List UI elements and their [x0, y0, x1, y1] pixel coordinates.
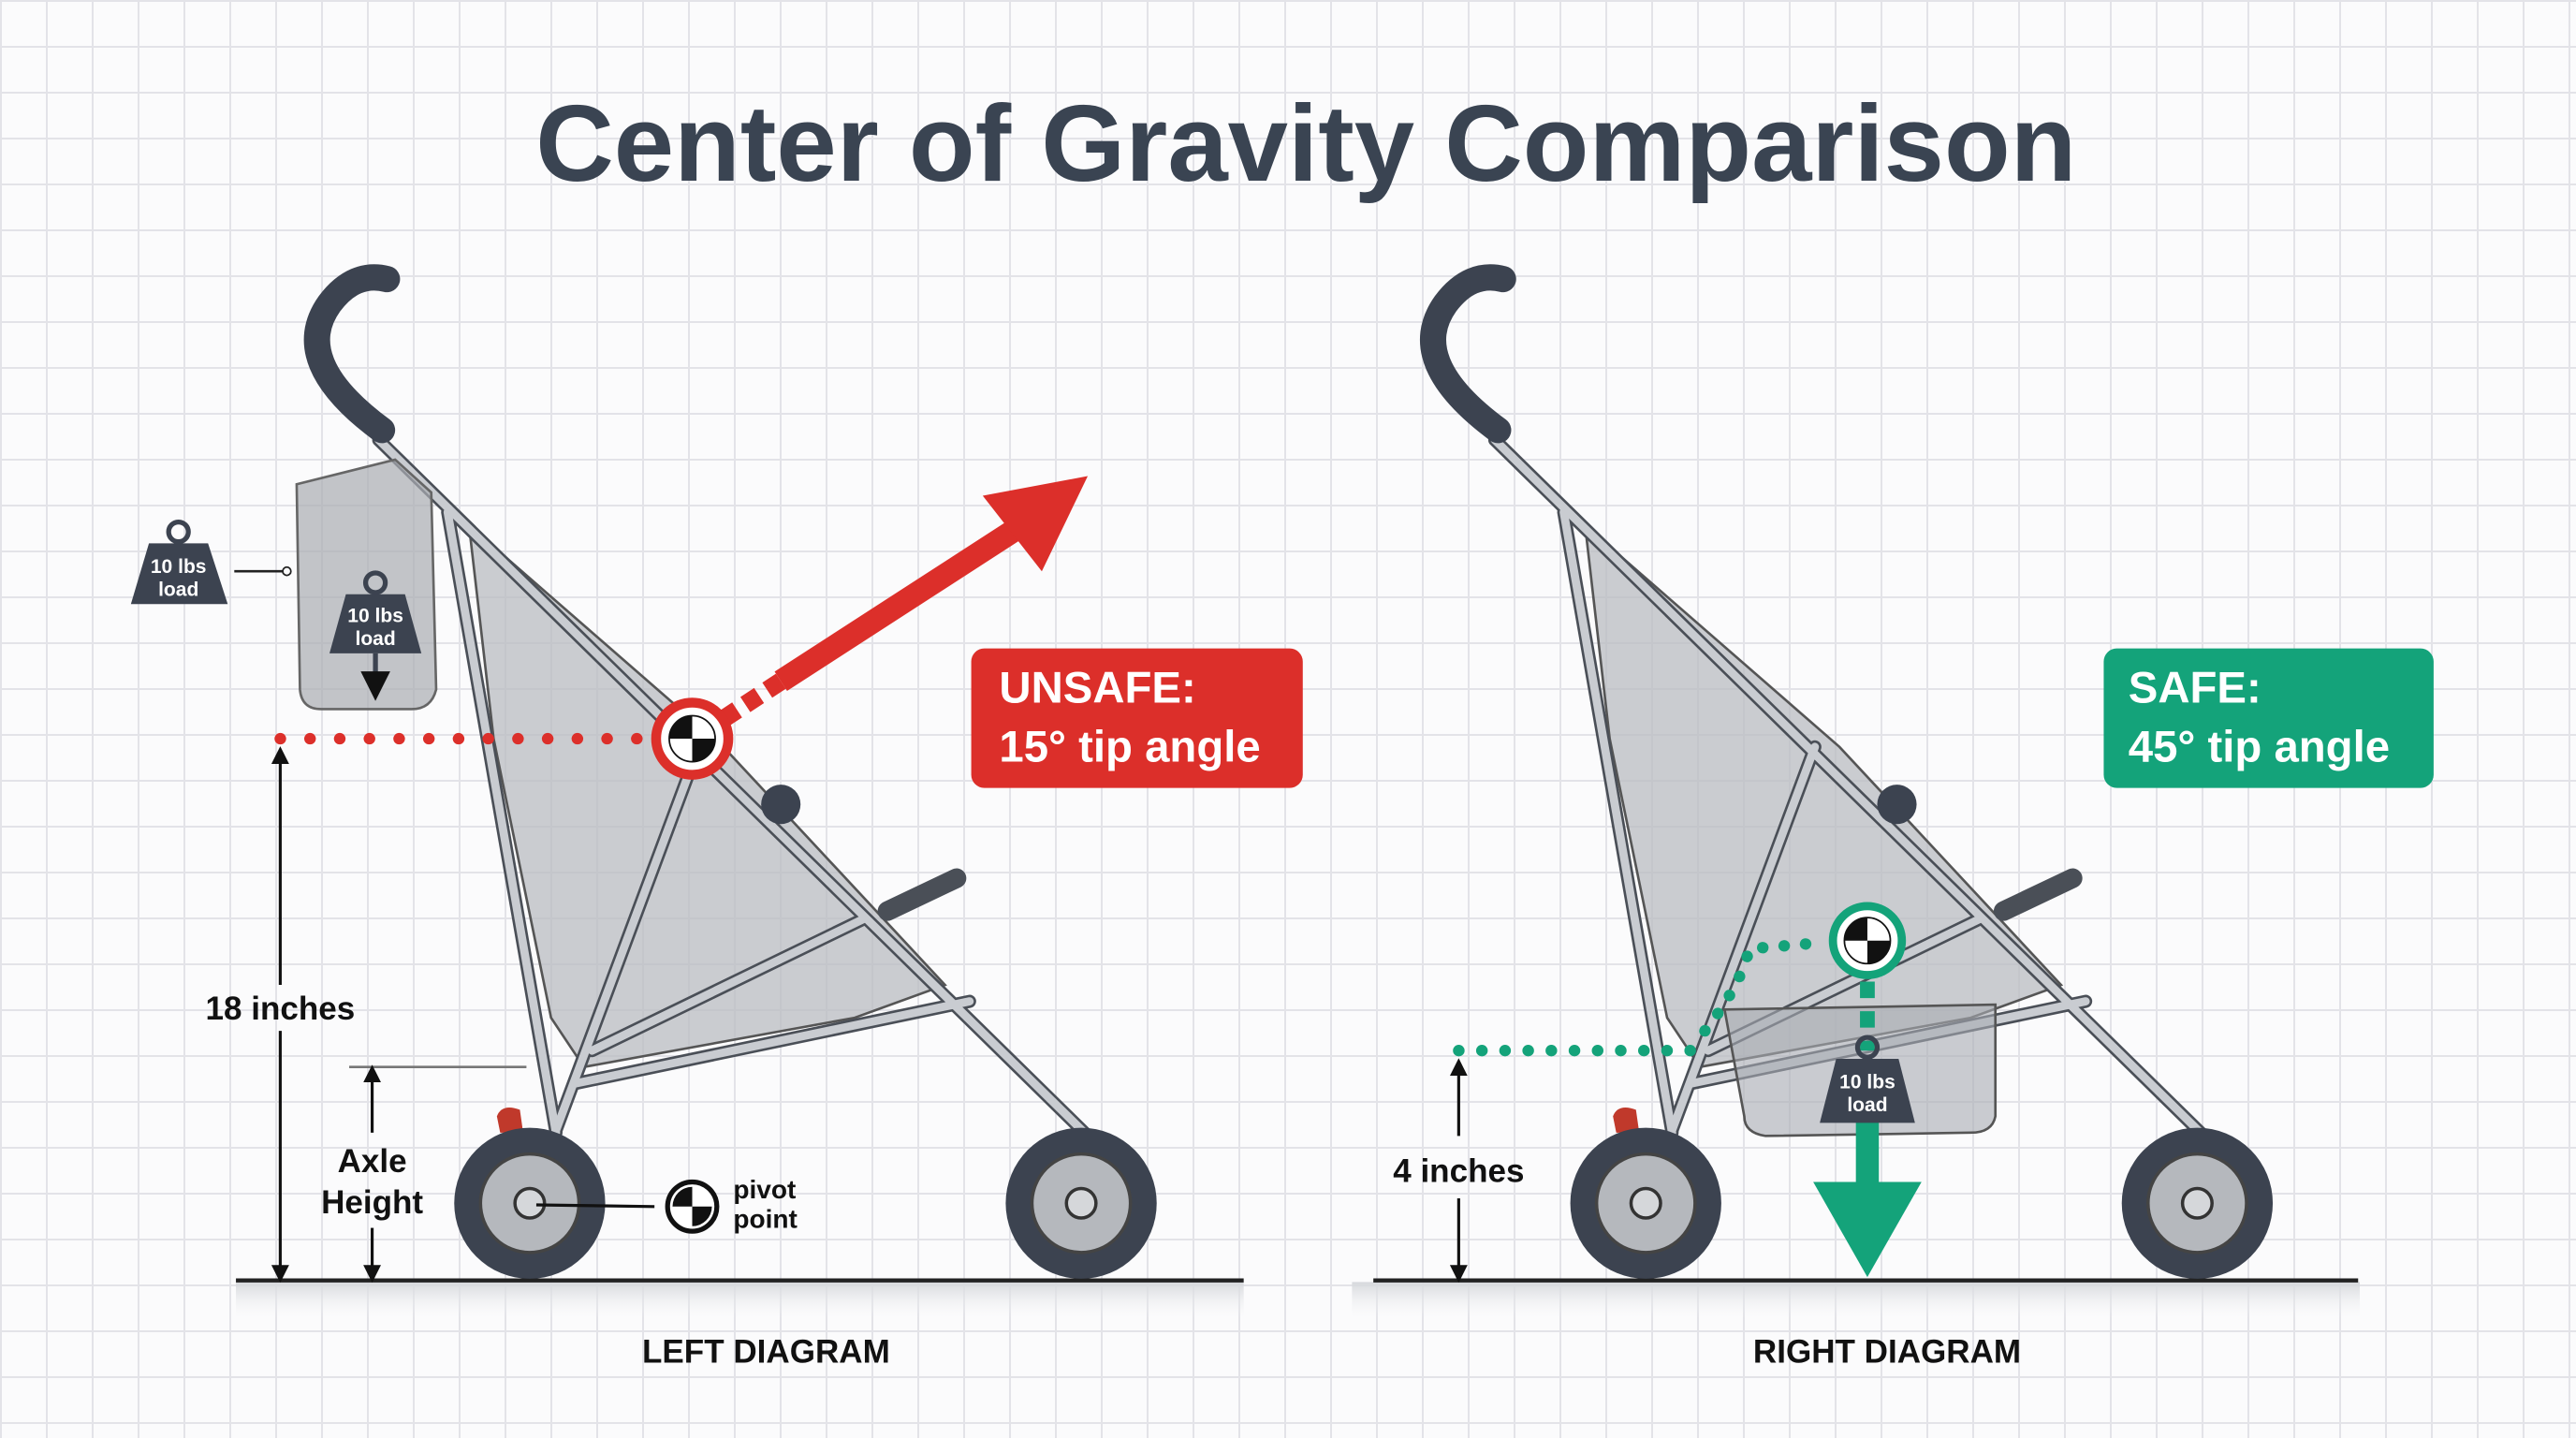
- bag-weight-label: load: [355, 628, 395, 650]
- armrest: [877, 868, 967, 921]
- center-of-gravity-marker: [651, 697, 734, 780]
- front-wheel: [1570, 1127, 1721, 1279]
- badge-tip-angle: 15° tip angle: [999, 723, 1260, 772]
- weight-callout-label: load: [158, 579, 198, 600]
- weight-callout-label: 10 lbs: [151, 556, 207, 578]
- axle-height-label: Height: [321, 1184, 423, 1221]
- handle-grip: [303, 264, 401, 444]
- handle-grip: [1419, 264, 1516, 444]
- cg-height-label: 4 inches: [1393, 1152, 1524, 1189]
- badge-status: UNSAFE:: [999, 663, 1195, 712]
- center-of-gravity-marker: [1828, 902, 1907, 979]
- badge-tip-angle: 45° tip angle: [2129, 723, 2390, 772]
- axle-height-label: Axle: [338, 1143, 407, 1180]
- stroller-left: [236, 264, 1244, 1318]
- basket-weight: 10 lbs load: [1820, 1034, 1915, 1123]
- hanging-bag: 10 lbs load: [295, 458, 438, 711]
- hinge: [1877, 785, 1917, 825]
- cg-height-label: 18 inches: [206, 990, 356, 1027]
- badge-status: SAFE:: [2129, 663, 2261, 712]
- brake-pedal: [1613, 1107, 1640, 1133]
- pivot-leader-line: [535, 1203, 655, 1209]
- weight-callout: 10 lbs load: [130, 519, 292, 605]
- basket-weight-label: 10 lbs: [1839, 1072, 1895, 1093]
- left-diagram-caption: LEFT DIAGRAM: [642, 1333, 890, 1370]
- stroller-right: [1352, 264, 2360, 1318]
- armrest: [1993, 868, 2083, 921]
- basket-weight-label: load: [1847, 1094, 1887, 1116]
- cg-dotted-connector: [1699, 936, 1833, 1037]
- weight-icon: [1820, 1058, 1915, 1123]
- brake-pedal: [496, 1107, 523, 1133]
- right-diagram-caption: RIGHT DIAGRAM: [1753, 1333, 2021, 1370]
- page-title: Center of Gravity Comparison: [535, 82, 2076, 204]
- rear-wheel: [2121, 1127, 2274, 1279]
- front-wheel: [454, 1127, 606, 1279]
- unsafe-badge: UNSAFE: 15° tip angle: [971, 648, 1303, 788]
- rear-wheel: [1005, 1127, 1157, 1279]
- ground-shadow: [236, 1282, 1244, 1318]
- weight-icon: [329, 570, 422, 701]
- safe-badge: SAFE: 45° tip angle: [2103, 648, 2434, 788]
- pivot-point-icon: [665, 1179, 720, 1234]
- tip-direction-arrow: [718, 476, 1089, 727]
- hinge: [761, 785, 801, 825]
- pivot-label: point: [733, 1205, 798, 1234]
- weight-icon: [130, 543, 228, 605]
- ground-shadow: [1352, 1282, 2360, 1318]
- bag-weight-label: 10 lbs: [347, 606, 403, 627]
- pivot-label: pivot: [733, 1175, 796, 1204]
